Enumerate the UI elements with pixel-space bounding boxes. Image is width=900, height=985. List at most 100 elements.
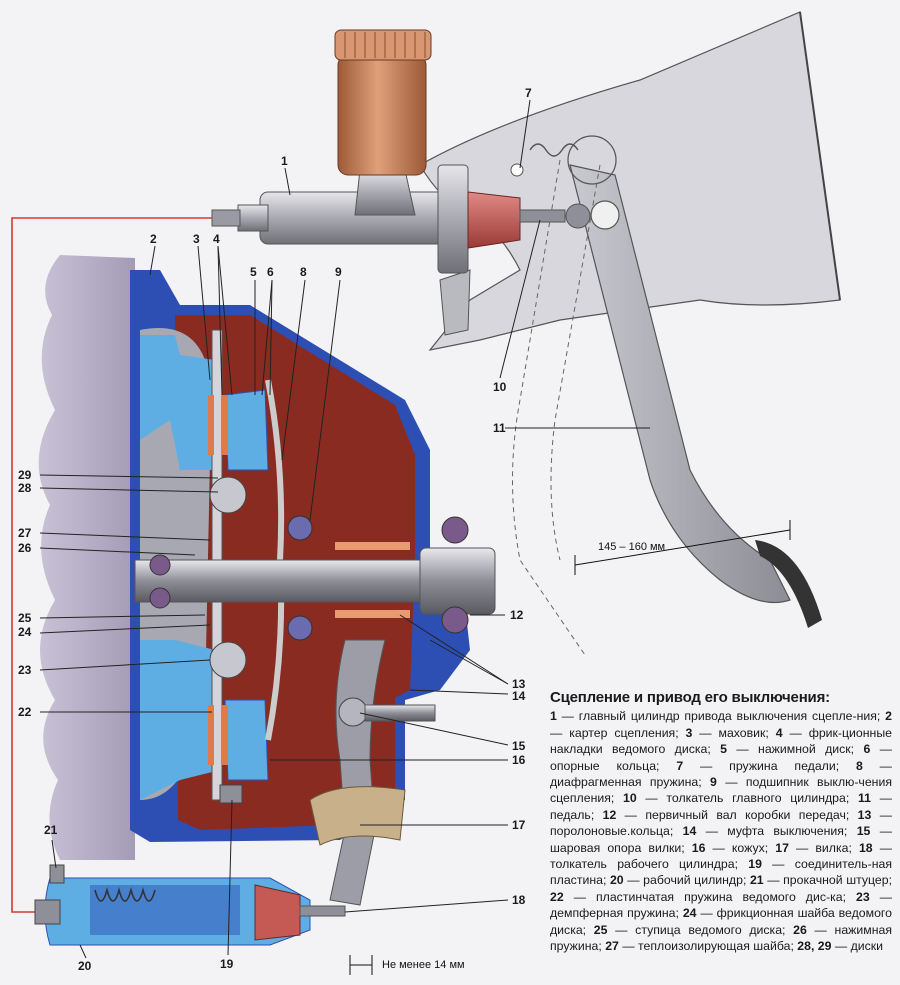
caption-item-text: — прокачной штуцер; — [763, 873, 892, 888]
caption-item-number: 1 — [550, 709, 557, 724]
label-14: 14 — [512, 689, 526, 703]
min-gap-dimension: Не менее 14 мм — [349, 955, 465, 975]
label-6: 6 — [267, 265, 274, 279]
label-11: 11 — [493, 421, 506, 435]
caption-item-text: — педаль; — [550, 791, 892, 822]
caption-item: 8 — диафрагменная пружина; — [550, 759, 892, 789]
pedal-travel-label: 145 – 160 мм — [598, 541, 665, 553]
caption-item-number: 22 — [550, 889, 564, 904]
pedal-pivot-hole — [590, 200, 620, 230]
label-27: 27 — [18, 526, 32, 540]
caption-item-text: — главный цилиндр привода выключения сце… — [556, 709, 886, 724]
pedal-bracket-edge — [799, 11, 841, 301]
caption-item-text: — толкатель рабочего цилиндра; — [550, 840, 892, 872]
pedal-travel-dimension: 145 – 160 мм — [574, 520, 791, 575]
caption-item: 11 — педаль; — [550, 791, 892, 821]
caption-item-number: 26 — [793, 922, 807, 937]
caption-item-number: 16 — [691, 840, 706, 855]
label-29: 29 — [18, 468, 32, 482]
label-18: 18 — [512, 893, 526, 907]
release-bearing-top — [287, 515, 313, 541]
caption-item-number: 19 — [748, 857, 762, 872]
fork-ball-support — [338, 697, 368, 727]
shaft-bearing-bottom — [441, 606, 469, 634]
caption-item-text: — опорные кольца; — [550, 742, 893, 773]
reservoir-cap — [334, 29, 432, 61]
caption-item-text: — рабочий цилиндр; — [623, 873, 750, 888]
caption-item: 14 — муфта выключения; — [683, 824, 857, 838]
label-1: 1 — [281, 154, 288, 168]
label-8: 8 — [300, 265, 307, 279]
caption-item: 23 — демпферная пружина; — [550, 890, 892, 920]
caption-item-text: — фрик-ционные накладки ведомого диска; — [550, 725, 893, 757]
label-13: 13 — [512, 677, 526, 691]
caption-item-text: — диафрагменная пружина; — [550, 758, 892, 790]
slave-pushrod — [299, 905, 346, 917]
label-28: 28 — [18, 481, 32, 495]
reservoir-cap-ribs — [344, 32, 426, 58]
caption-item-number: 23 — [856, 889, 870, 904]
caption-item-number: 28, 29 — [797, 939, 832, 954]
caption-item-text: — поролоновые.кольца; — [550, 807, 892, 839]
label-26: 26 — [18, 541, 32, 555]
label-24: 24 — [18, 625, 32, 639]
caption-item-number: 20 — [609, 873, 624, 888]
pushrod-clevis — [565, 203, 591, 229]
caption-item-text: — теплоизолирующая шайба; — [618, 939, 798, 954]
damper-spring-upper — [209, 476, 247, 514]
label-16: 16 — [512, 753, 526, 767]
label-7: 7 — [525, 86, 532, 100]
label-12: 12 — [510, 608, 524, 622]
caption-item-text: — демпферная пружина; — [550, 889, 893, 921]
caption-item-number: 24 — [682, 906, 697, 921]
slave-spring — [94, 886, 156, 902]
master-cylinder-inlet — [237, 204, 269, 232]
caption-item: 18 — толкатель рабочего цилиндра; — [550, 841, 892, 871]
shaft-bearing-housing — [419, 547, 496, 615]
friction-linings — [208, 395, 228, 765]
caption-item-text: — подшипник выклю-чения сцепления; — [550, 775, 892, 806]
caption-item-text: — толкатель главного цилиндра; — [636, 791, 858, 806]
slave-cylinder-bore — [90, 885, 240, 935]
caption-item: 9 — подшипник выклю-чения сцепления; — [550, 775, 892, 805]
label-17: 17 — [512, 818, 526, 832]
master-cylinder-fitting — [211, 209, 241, 227]
caption-item: 4 — фрик-ционные накладки ведомого диска… — [550, 726, 892, 756]
caption-item-text: — первичный вал коробки передач; — [616, 807, 858, 822]
caption-item-number: 13 — [857, 807, 872, 822]
caption-item-text: — пластинчатая пружина ведомого дис-ка; — [563, 889, 857, 904]
caption-item-number: 3 — [685, 725, 693, 740]
caption-item-number: 5 — [720, 742, 727, 757]
caption-item: 15 — шаровая опора вилки; — [550, 824, 892, 854]
caption-item-text: — фрикционная шайба ведомого диска; — [550, 906, 892, 937]
caption-body: 1 — главный цилиндр привода выключения с… — [550, 709, 892, 953]
label-19: 19 — [220, 957, 234, 971]
damper-spring-lower — [209, 641, 247, 679]
caption-item: 10 — толкатель главного цилиндра; — [623, 791, 858, 805]
pressure-plate-upper — [140, 335, 220, 470]
slave-boot — [254, 884, 301, 941]
shaft-bearing-top — [441, 516, 469, 544]
bracket-mount — [439, 269, 471, 336]
pedal-lever — [569, 164, 791, 604]
caption-item-number: 25 — [593, 922, 608, 937]
label-21: 21 — [44, 823, 58, 837]
caption-item: 19 — соединитель-ная пластина; — [550, 857, 892, 887]
connecting-plate-bolt — [219, 784, 243, 804]
min-gap-label: Не менее 14 мм — [382, 959, 465, 971]
pilot-bearing-top — [149, 554, 171, 576]
caption-item-number: 10 — [623, 791, 637, 806]
part-labels: 1 2 3 4 5 6 7 8 9 10 11 12 13 14 15 16 1… — [18, 86, 532, 973]
reservoir — [337, 54, 427, 176]
caption-item-number: 12 — [602, 807, 617, 822]
label-10: 10 — [493, 380, 507, 394]
release-bearing-bottom — [287, 615, 313, 641]
caption-item: 21 — прокачной штуцер; — [750, 873, 892, 887]
caption-item: 2 — картер сцепления; — [550, 709, 892, 739]
engine-block — [38, 255, 135, 860]
master-cylinder-flange — [437, 164, 469, 274]
caption-item: 25 — ступица ведомого диска; — [594, 923, 793, 937]
caption-item: 13 — поролоновые.кольца; — [550, 808, 892, 838]
caption-item-text: — диски — [831, 939, 884, 954]
label-23: 23 — [18, 663, 32, 677]
